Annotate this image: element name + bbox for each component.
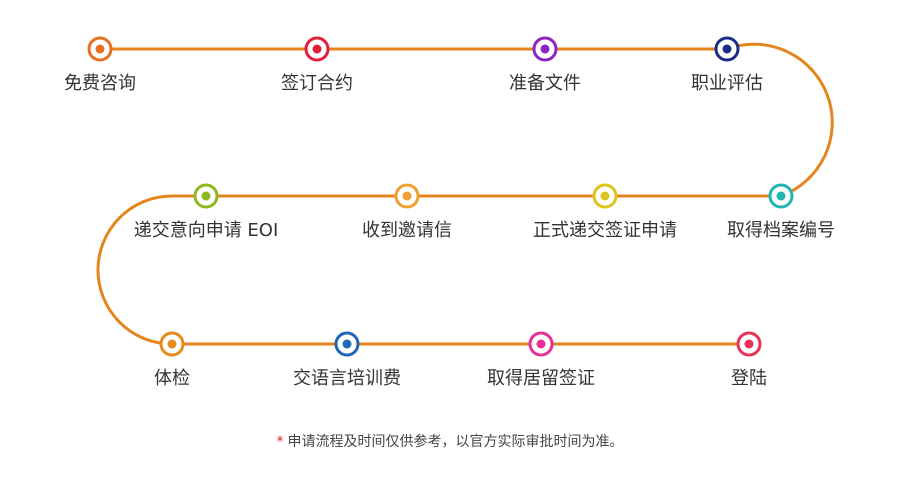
footnote-text: 申请流程及时间仅供参考，以官方实际审批时间为准。 (287, 434, 624, 450)
step-node (159, 331, 185, 357)
step-node (87, 36, 113, 62)
step-label-medical-exam: 体检 (154, 368, 190, 389)
step-node (714, 36, 740, 62)
step-node (394, 183, 420, 209)
step-label-skills-assessment: 职业评估 (691, 73, 763, 94)
step-label-residence-visa: 取得居留签证 (487, 368, 595, 389)
footnote: *申请流程及时间仅供参考，以官方实际审批时间为准。 (0, 432, 900, 452)
step-node (528, 331, 554, 357)
step-label-submit-eoi: 递交意向申请 EOI (133, 220, 279, 241)
step-label-sign-contract: 签订合约 (281, 73, 353, 94)
step-node (334, 331, 360, 357)
step-label-landing: 登陆 (731, 368, 767, 389)
step-node (532, 36, 558, 62)
step-label-language-fee: 交语言培训费 (293, 368, 401, 389)
step-label-file-number: 取得档案编号 (727, 220, 835, 241)
footnote-asterisk: * (276, 434, 284, 450)
step-label-free-consultation: 免费咨询 (64, 73, 136, 94)
step-node (193, 183, 219, 209)
step-node (736, 331, 762, 357)
step-label-formal-visa-application: 正式递交签证申请 (533, 220, 677, 241)
step-node (304, 36, 330, 62)
step-node (768, 183, 794, 209)
step-label-invitation-letter: 收到邀请信 (362, 220, 452, 241)
step-label-prepare-documents: 准备文件 (509, 73, 581, 94)
step-node (592, 183, 618, 209)
